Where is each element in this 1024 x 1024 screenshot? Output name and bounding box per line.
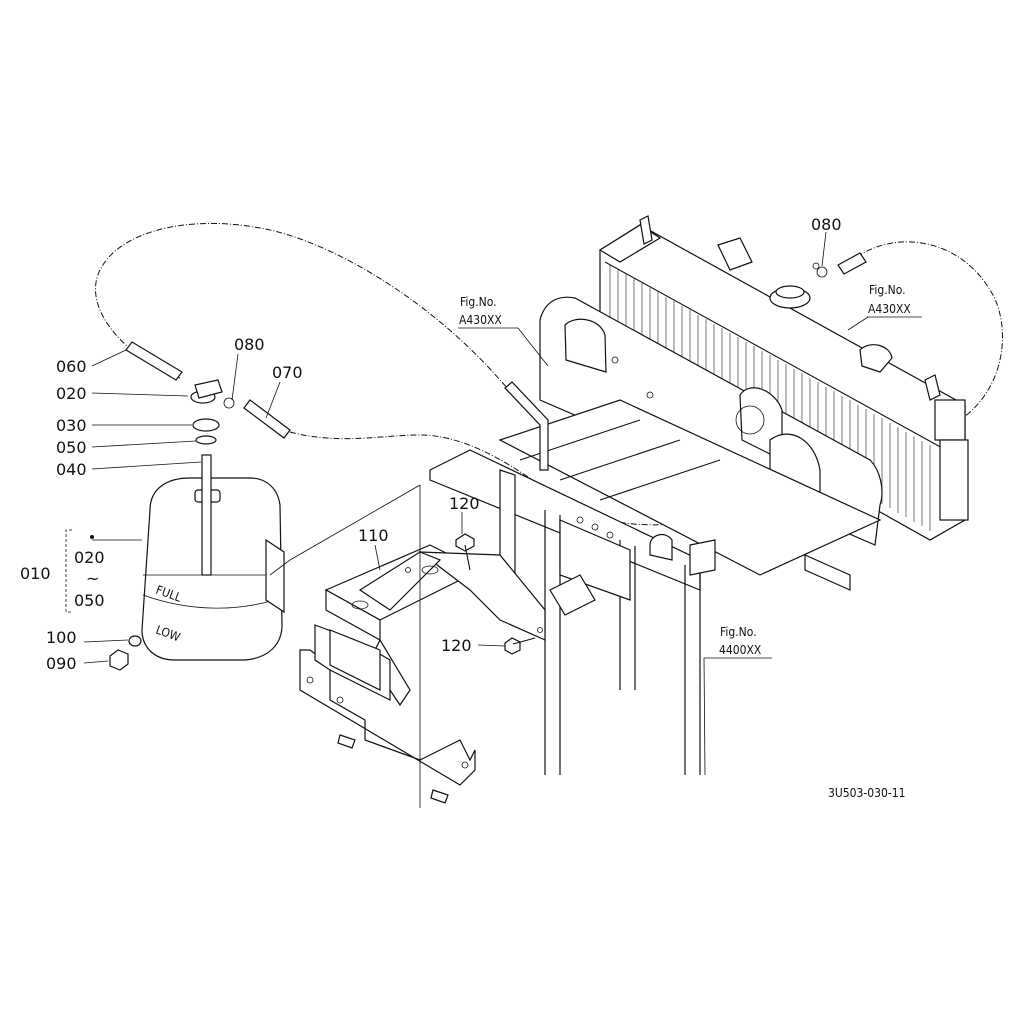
label-030: 030 [56,416,87,435]
ref-4400-code: 4400XX [719,643,762,657]
label-070: 070 [272,363,303,382]
washer-030 [192,418,220,432]
label-120-upper: 120 [449,494,480,513]
group-dot [90,535,94,539]
cap-020 [190,379,223,404]
bolt-120-lower [504,637,536,655]
tube-040 [201,454,212,576]
hose-route-lower [289,431,721,526]
figure-code: 3U503-030-11 [828,786,906,800]
label-range-tilde: ~ [86,569,99,588]
washer-100 [128,635,142,647]
label-120-lower: 120 [441,636,472,655]
leader-lines [83,231,869,808]
label-080-right: 080 [811,215,842,234]
label-080-left: 080 [234,335,265,354]
label-range-from: 020 [74,548,105,567]
radiator-upper-neck [717,237,753,271]
label-050: 050 [56,438,87,457]
label-090: 090 [46,654,77,673]
nut-090 [109,649,129,671]
clamp-080-left [223,397,235,409]
hose-070 [243,399,291,439]
hose-frame-pipe [504,381,549,471]
lower-plate-bracket [299,624,476,804]
clamp-right [816,266,828,278]
label-060: 060 [56,357,87,376]
label-range-to: 050 [74,591,105,610]
hose-060 [125,341,183,381]
ref-a430-right-code: A430XX [868,302,911,316]
label-040: 040 [56,460,87,479]
ref-a430-left-code: A430XX [459,313,502,327]
group-bracket-010 [65,529,72,613]
label-100: 100 [46,628,77,647]
washer-050 [195,435,217,445]
hose-right [812,252,867,278]
label-010: 010 [20,564,51,583]
reservoir-tank: FULL LOW [141,477,285,661]
ref-4400-title: Fig.No. [720,625,757,639]
chassis-frame [429,399,882,775]
bolt-120-upper [455,533,475,571]
radiator [598,215,969,541]
label-020: 020 [56,384,87,403]
ref-a430-left-title: Fig.No. [460,295,497,309]
label-110: 110 [358,526,389,545]
ref-a430-right-title: Fig.No. [869,283,906,297]
